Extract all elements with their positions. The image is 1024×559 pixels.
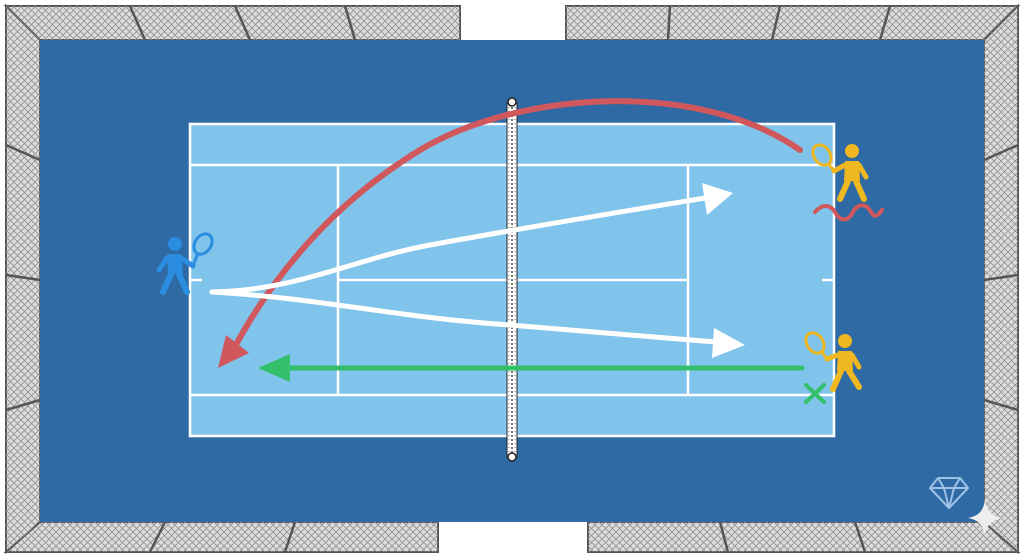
- shot-cross-court-high: [209, 195, 708, 295]
- shot-cross-court-low: [209, 289, 718, 345]
- wave-icon: [813, 203, 884, 222]
- tennis-player-icon: [804, 331, 862, 392]
- fence-top-right: [565, 5, 1021, 41]
- fence-right: [983, 3, 1019, 555]
- shot-cross-court-high-arrowhead: [702, 183, 733, 215]
- fence-top-left: [3, 5, 461, 41]
- diamond-icon: [929, 477, 969, 509]
- shot-cross-court-low-arrowhead: [712, 328, 745, 358]
- net-post-top: [507, 97, 517, 107]
- shot-lob: [229, 98, 803, 355]
- shot-drive-arrowhead: [258, 354, 290, 382]
- sparkle-icon: [968, 500, 1002, 536]
- net-post-bottom: [507, 452, 517, 462]
- tennis-player-icon: [811, 143, 869, 202]
- net: [506, 97, 518, 462]
- x-icon: [804, 383, 826, 404]
- tennis-player-icon: [156, 232, 214, 295]
- fence-left: [5, 3, 41, 555]
- fence-bottom-right: [587, 521, 1021, 553]
- fence-bottom-left: [3, 521, 439, 553]
- shot-lob-arrowhead: [218, 335, 249, 368]
